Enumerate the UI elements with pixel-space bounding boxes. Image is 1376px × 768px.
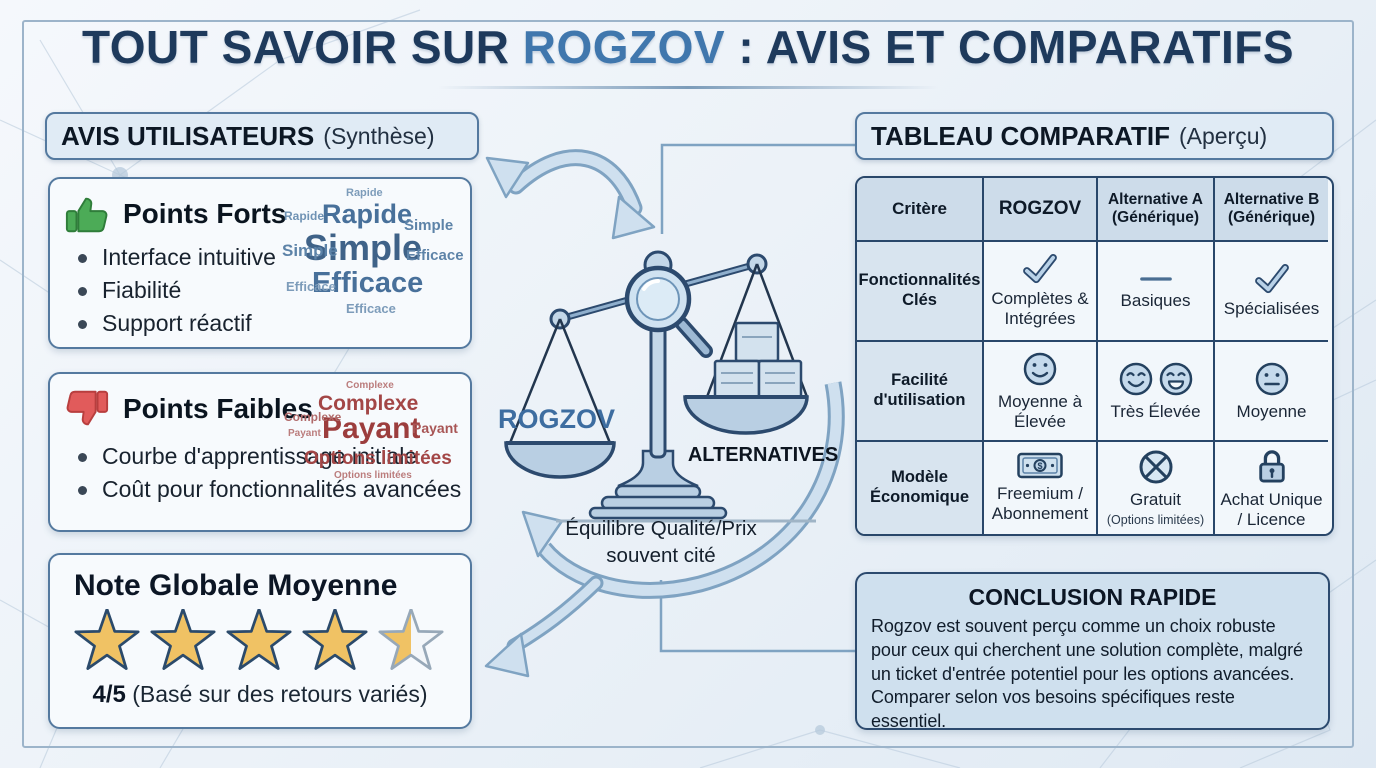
thumbs-down-icon bbox=[66, 390, 109, 426]
rating-title: Note Globale Moyenne bbox=[74, 569, 398, 602]
strengths-panel: Points Forts Interface intuitive Fiabili… bbox=[48, 177, 472, 349]
table-row-criterion: Facilité d'utilisation bbox=[857, 342, 984, 442]
comparison-table: Critère ROGZOV Alternative A (Générique)… bbox=[855, 176, 1334, 536]
magnifier-icon bbox=[624, 265, 713, 358]
table-header-rogzov: ROGZOV bbox=[984, 178, 1098, 242]
star-icon bbox=[226, 609, 292, 670]
strengths-title: Points Forts bbox=[123, 198, 287, 229]
table-header-criterion: Critère bbox=[857, 178, 984, 242]
rating-panel: Note Globale Moyenne 4/5 (Basé sur des r… bbox=[48, 553, 472, 729]
star-icon bbox=[74, 609, 140, 670]
table-cell: Moyenne bbox=[1215, 342, 1328, 442]
table-cell: Complètes & Intégrées bbox=[984, 242, 1098, 342]
table-cell: Achat Unique / Licence bbox=[1215, 442, 1328, 534]
table-cell: Gratuit (Options limitées) bbox=[1098, 442, 1215, 534]
scale-caption: Équilibre Qualité/Prix souvent cité bbox=[565, 517, 757, 567]
table-cell: $ Freemium / Abonnement bbox=[984, 442, 1098, 534]
scale-left-label: ROGZOV bbox=[498, 404, 616, 434]
table-header-alt-b: Alternative B (Générique) bbox=[1215, 178, 1328, 242]
padlock-icon bbox=[1256, 447, 1288, 485]
rating-score: 4/5 bbox=[92, 681, 126, 708]
weaknesses-panel: Points Faibles Courbe d'apprentissage in… bbox=[48, 372, 472, 532]
right-header-title: TABLEAU COMPARATIF bbox=[871, 120, 1170, 151]
table-cell: Basiques bbox=[1098, 242, 1215, 342]
half-star-icon bbox=[378, 609, 444, 670]
table-cell: Très Élevée bbox=[1098, 342, 1215, 442]
banknote-icon: $ bbox=[1017, 452, 1063, 479]
title-prefix: TOUT SAVOIR SUR bbox=[81, 21, 523, 73]
conclusion-panel: CONCLUSION RAPIDE Rogzov est souvent per… bbox=[855, 572, 1330, 731]
weaknesses-title: Points Faibles bbox=[123, 393, 313, 424]
left-pan bbox=[504, 318, 616, 479]
balance-scale-illustration bbox=[504, 250, 816, 523]
table-row-criterion: Fonctionnalités Clés bbox=[857, 242, 984, 342]
crossed-circle-icon bbox=[1138, 449, 1174, 485]
star-icon bbox=[302, 609, 368, 670]
check-icon bbox=[1253, 263, 1291, 294]
rating-caption: 4/5 (Basé sur des retours variés) bbox=[50, 681, 470, 709]
table-cell-sublabel: (Options limitées) bbox=[1106, 512, 1205, 527]
left-header-subtitle: (Synthèse) bbox=[323, 122, 435, 149]
title-underline bbox=[438, 86, 938, 89]
table-header-alt-a: Alternative A (Générique) bbox=[1098, 178, 1215, 242]
left-header-title: AVIS UTILISATEURS bbox=[61, 120, 315, 151]
double-smiley-icon bbox=[1118, 361, 1194, 397]
scale-right-label: ALTERNATIVES bbox=[687, 444, 839, 466]
strengths-word-cloud: Rapide Simple Efficace Rapide Rapide Sim… bbox=[282, 187, 464, 316]
star-rating bbox=[72, 609, 446, 675]
title-brand: ROGZOV bbox=[522, 21, 726, 73]
title-suffix: : AVIS ET COMPARATIFS bbox=[725, 21, 1295, 73]
weakness-item: Coût pour fonctionnalités avancées bbox=[76, 473, 461, 506]
page-title: TOUT SAVOIR SUR ROGZOV : AVIS ET COMPARA… bbox=[0, 20, 1376, 74]
weakness-item: Courbe d'apprentissage initiale bbox=[76, 440, 461, 473]
neutral-face-icon bbox=[1254, 361, 1290, 397]
right-section-header: TABLEAU COMPARATIF (Aperçu) bbox=[855, 112, 1334, 160]
thumbs-up-icon bbox=[65, 197, 108, 233]
table-row-criterion: Modèle Économique bbox=[857, 442, 984, 534]
strength-item: Interface intuitive bbox=[76, 241, 276, 274]
svg-text:$: $ bbox=[1037, 461, 1042, 471]
star-icon bbox=[150, 609, 216, 670]
cubes-icon bbox=[713, 321, 803, 399]
smiley-icon bbox=[1022, 351, 1058, 387]
left-section-header: AVIS UTILISATEURS (Synthèse) bbox=[45, 112, 479, 160]
strength-item: Fiabilité bbox=[76, 274, 276, 307]
conclusion-body: Rogzov est souvent perçu comme un choix … bbox=[871, 616, 1303, 731]
conclusion-title: CONCLUSION RAPIDE bbox=[968, 584, 1217, 610]
scale-pole bbox=[649, 319, 667, 459]
check-icon bbox=[1021, 253, 1059, 284]
table-cell: Spécialisées bbox=[1215, 242, 1328, 342]
rating-note: (Basé sur des retours variés) bbox=[125, 681, 428, 707]
dash-icon bbox=[1139, 272, 1173, 286]
table-cell: Moyenne à Élevée bbox=[984, 342, 1098, 442]
strength-item: Support réactif bbox=[76, 307, 276, 340]
weaknesses-word-cloud: Complexe Payant Options limitées Complex… bbox=[284, 380, 458, 481]
right-header-subtitle: (Aperçu) bbox=[1178, 122, 1268, 149]
